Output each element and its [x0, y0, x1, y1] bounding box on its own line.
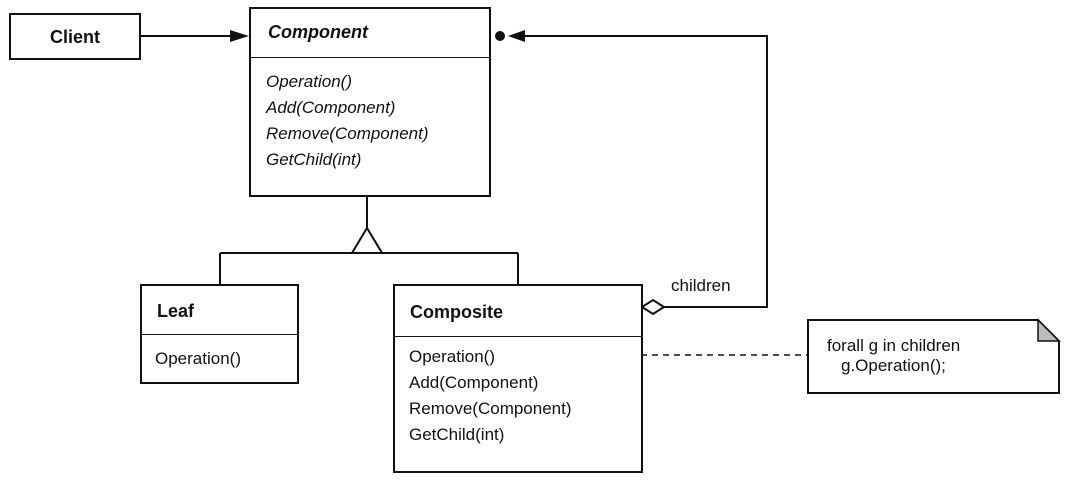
children-association-line: [525, 35, 768, 308]
note-line-1: forall g in children: [827, 336, 961, 355]
client-arrowhead: [230, 30, 249, 42]
leaf-title: Leaf: [157, 301, 195, 321]
client-title: Client: [49, 27, 100, 47]
composite-operation: Operation(): [409, 347, 495, 366]
component-title: Component: [268, 22, 368, 42]
leaf-operations: Operation(): [155, 346, 297, 372]
multiplicity-dot: [495, 31, 505, 41]
leaf-operation: Operation(): [155, 349, 241, 368]
composite-box: Composite Operation() Add(Component) Rem…: [393, 284, 643, 473]
aggregation-diamond: [640, 298, 666, 316]
component-box: Component Operation() Add(Component) Rem…: [249, 7, 491, 197]
component-operation: Operation(): [266, 72, 352, 91]
inheritance-triangle: [350, 226, 384, 254]
note-line-2: g.Operation();: [841, 356, 946, 375]
composite-operations: Operation() Add(Component) Remove(Compon…: [409, 344, 641, 448]
note-shape: [807, 319, 1060, 394]
composite-operation: Add(Component): [409, 373, 539, 392]
note-fold-icon: [1037, 318, 1061, 342]
leaf-box: Leaf Operation(): [140, 284, 299, 384]
composite-title: Composite: [410, 302, 504, 322]
composite-operation: GetChild(int): [409, 425, 505, 444]
component-divider: [251, 57, 489, 58]
composite-operation: Remove(Component): [409, 399, 572, 418]
client-box: Client: [9, 13, 141, 60]
component-operation: Add(Component): [266, 98, 396, 117]
component-operation: Remove(Component): [266, 124, 429, 143]
composite-divider: [395, 336, 641, 337]
component-operations: Operation() Add(Component) Remove(Compon…: [266, 69, 489, 173]
component-operation: GetChild(int): [266, 150, 362, 169]
leaf-divider: [142, 334, 297, 335]
children-label: children: [671, 276, 731, 295]
children-arrowhead: [508, 30, 525, 42]
